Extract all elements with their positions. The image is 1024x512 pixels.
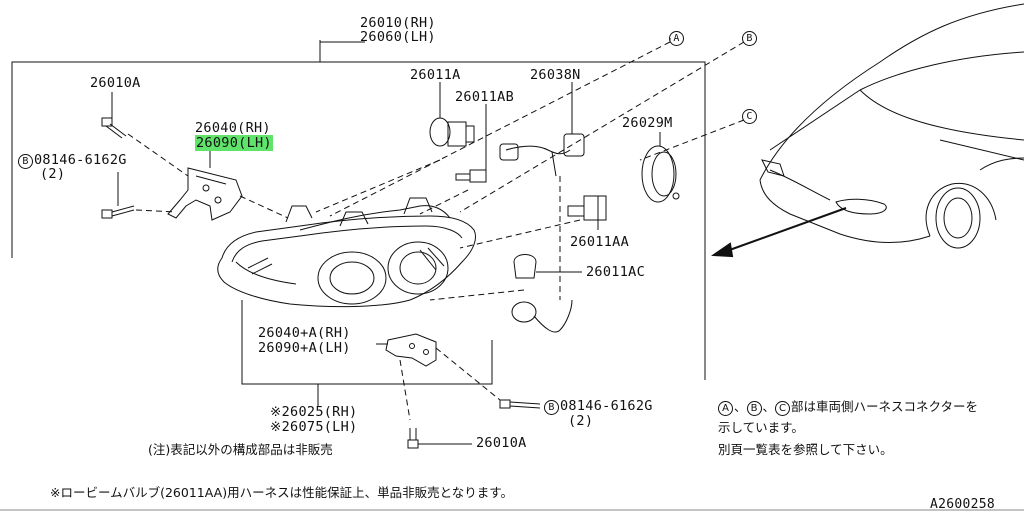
label-26011a: 26011A	[410, 67, 461, 83]
connector-callout-c: C	[742, 108, 758, 124]
headlamp-assembly	[217, 197, 476, 308]
label-26038n: 26038N	[530, 67, 581, 83]
note-circle-a: A	[718, 401, 733, 416]
bulb-26011aa	[567, 195, 607, 230]
bulb-26011ac	[511, 254, 582, 333]
label-bolt-left-qty: (2)	[40, 166, 66, 182]
diagram-code: A2600258	[930, 497, 996, 512]
vehicle-outline	[759, 3, 1024, 249]
connector-b-callout-circle: B	[742, 31, 757, 46]
note-connector-line-3: 別頁一覧表を参照して下さい。	[718, 442, 893, 457]
bolt-left-part-number: 08146-6162G	[34, 152, 127, 168]
mounting-bracket-left	[167, 150, 243, 221]
note-sep-1: 、	[734, 399, 747, 414]
connector-c-circle: C	[742, 109, 757, 124]
connector-callout-b: B	[742, 30, 758, 46]
label-26025-rh: ※26025(RH)	[270, 404, 358, 420]
label-26090-lh: 26090(LH)	[195, 135, 273, 151]
note-connector-line-2: 示しています。	[718, 420, 804, 435]
harness-26038n	[499, 82, 585, 177]
assembly-frame	[11, 40, 706, 380]
bulb-26011a	[429, 82, 475, 147]
label-26060-lh: 26060(LH)	[360, 29, 436, 45]
highlighted-part-number: 26090(LH)	[195, 135, 273, 151]
label-26011ac: 26011AC	[586, 264, 645, 280]
note-circle-b: B	[746, 401, 762, 416]
connector-b-circle: B	[18, 154, 33, 169]
note-circle-c: C	[775, 401, 791, 416]
label-bolt-right-qty: (2)	[568, 413, 594, 429]
label-26029m: 26029M	[622, 115, 673, 131]
bulb-26011ab	[455, 104, 487, 183]
cover-26029m	[641, 132, 680, 203]
note-suffix: 部は車両側ハーネスコネクターを	[791, 399, 979, 414]
bolt-bottom-right	[499, 399, 541, 409]
label-26010a-top: 26010A	[90, 75, 141, 91]
label-26010a-bottom: 26010A	[476, 435, 527, 451]
footer-note: ※ロービームバルブ(26011AA)用ハーネスは性能保証上、単品非販売となります…	[50, 485, 513, 500]
note-not-sold: (注)表記以外の構成部品は非販売	[148, 442, 333, 457]
label-26010-rh: 26010(RH)	[360, 15, 436, 31]
label-26011ab: 26011AB	[455, 89, 514, 105]
label-26075-lh: ※26075(LH)	[270, 419, 358, 435]
label-26090a-lh: 26090+A(LH)	[258, 340, 351, 356]
note-sep-2: 、	[762, 399, 776, 414]
label-26040-rh: 26040(RH)	[195, 120, 271, 136]
connector-callout-a: A	[669, 30, 685, 46]
assembly-callout-26025	[241, 300, 493, 406]
bolt-bottom-left	[407, 428, 472, 449]
bolt-left-bottom	[101, 172, 135, 219]
label-26040a-rh: 26040+A(RH)	[258, 325, 351, 341]
bolt-right-part-number: 08146-6162G	[560, 398, 653, 414]
bolt-left-top	[101, 92, 127, 139]
location-arrow	[711, 207, 847, 258]
mounting-bracket-bottom	[376, 333, 437, 367]
dashed-leaders	[127, 41, 745, 421]
connector-a-circle: A	[669, 31, 684, 46]
connector-b-circle-right: B	[544, 400, 559, 415]
label-26011aa: 26011AA	[570, 234, 629, 250]
